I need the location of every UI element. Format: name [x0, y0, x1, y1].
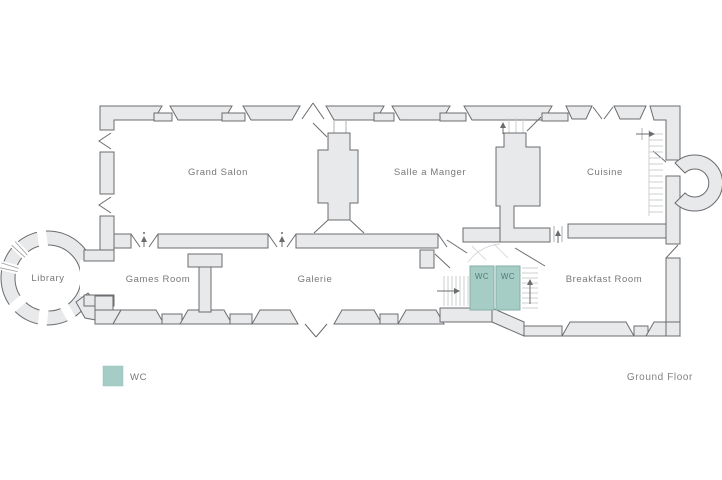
pier-stem [198, 266, 212, 313]
south-wall [94, 253, 681, 338]
east-turret [674, 154, 722, 212]
arrow-slit-window [11, 244, 26, 258]
stair-hall: WC WC [419, 239, 546, 311]
south-door-swing [304, 323, 317, 338]
west-wall [98, 132, 115, 251]
breakfast-door-swing [665, 244, 679, 259]
legend: WC [102, 365, 147, 387]
window-break-mark [98, 196, 112, 214]
door-swing [434, 253, 451, 269]
door-swing [514, 247, 546, 267]
legend-wc-swatch [102, 365, 124, 387]
stair-west [437, 276, 469, 306]
east-wall [652, 150, 722, 337]
wc-room-1 [469, 265, 495, 311]
arrow-slit-window [0, 267, 18, 272]
legend-wc-label: WC [130, 372, 147, 383]
room-label-galerie: Galerie [298, 274, 333, 285]
stair-east [522, 267, 538, 309]
floor-title: Ground Floor [627, 372, 693, 383]
north-door-swing [592, 106, 603, 120]
window-break-mark [98, 132, 112, 150]
north-wall [99, 102, 681, 161]
galerie-east-wall [419, 249, 435, 269]
chimney-grand-salon [312, 121, 365, 234]
wc-room-2 [495, 265, 521, 311]
room-label-games-room: Games Room [126, 274, 191, 285]
room-label-breakfast-room: Breakfast Room [566, 274, 643, 285]
room-label-library: Library [31, 273, 64, 284]
room-label-grand-salon: Grand Salon [188, 167, 248, 178]
wc-room-label: WC [501, 272, 515, 281]
chimney-cuisine [495, 116, 551, 243]
door-swing [312, 122, 328, 138]
stair-cuisine [636, 128, 663, 216]
turret-door-swing [652, 150, 667, 163]
winder-stair-outline [467, 243, 501, 263]
door-swing [446, 239, 468, 254]
middle-wall [113, 223, 667, 249]
door-swing [526, 116, 542, 132]
wc-room-label: WC [475, 272, 489, 281]
room-label-cuisine: Cuisine [587, 167, 623, 178]
corridor-north-wall [83, 249, 115, 262]
room-label-salle-a-manger: Salle a Manger [394, 167, 466, 178]
pier-cap [187, 253, 223, 268]
